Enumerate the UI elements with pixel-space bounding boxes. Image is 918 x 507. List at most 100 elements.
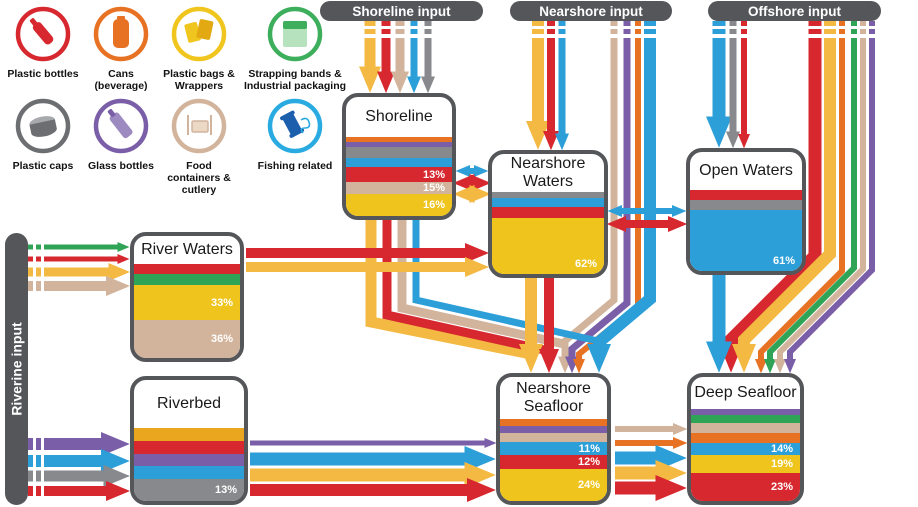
band-percent: 33%: [210, 296, 233, 309]
nearshore-waters-band-gray: [492, 192, 604, 198]
plastic-bag-icon: [171, 6, 227, 67]
plastic-cap-icon: [15, 98, 71, 159]
box-title-nearshore-seafloor: Nearshore Seafloor: [516, 380, 591, 415]
deep-seafloor-band-green: [691, 415, 800, 423]
riverbed-band-gold: [134, 428, 244, 441]
legend-label-plastic-bag: Plastic bags & Wrappers: [163, 68, 235, 93]
deep-seafloor-band-orange: [691, 433, 800, 443]
legend-item-strapping: Strapping bands & Industrial packaging: [240, 6, 350, 92]
nearshore-seafloor-band-blue: 11%: [500, 442, 607, 455]
band-percent: 12%: [577, 456, 600, 468]
nearshore-waters-band-blue: [492, 198, 604, 207]
shoreline-band-yellow: 16%: [346, 194, 452, 216]
nearshore-input-header: Nearshore input: [510, 1, 672, 21]
deep-seafloor-band-blue: 14%: [691, 443, 800, 455]
box-title-nearshore-waters: Nearshore Waters: [510, 155, 586, 190]
box-title-shoreline: Shoreline: [365, 108, 433, 126]
legend-item-glass-bottle: Glass bottles: [84, 98, 158, 196]
shoreline-band-tan: 15%: [346, 182, 452, 194]
legend-label-strapping: Strapping bands & Industrial packaging: [243, 68, 347, 93]
glass-bottle-icon: [93, 98, 149, 159]
nearshore-seafloor-band-tan: [500, 433, 607, 442]
nearshore-input-flows: [526, 21, 656, 374]
river-waters-band-yellow: 33%: [134, 285, 240, 320]
river-waters-band-red: [134, 264, 240, 274]
shoreline-input-flows: [359, 21, 435, 94]
open-waters-box: Open Waters 61%: [686, 148, 806, 275]
deep-seafloor-band-tan: [691, 423, 800, 433]
shoreline-band-purple: [346, 142, 452, 147]
exchange-flows: [452, 165, 688, 232]
riverbed-band-blue: [134, 466, 244, 479]
shoreline-band-red: 13%: [346, 167, 452, 182]
nearshore-waters-band-yellow: 62%: [492, 218, 604, 274]
legend-item-plastic-bottle: Plastic bottles: [4, 6, 82, 92]
shoreline-band-blue: [346, 158, 452, 167]
legend-item-can: Cans (beverage): [84, 6, 158, 92]
legend-label-plastic-bottle: Plastic bottles: [7, 68, 79, 80]
band-percent: 19%: [770, 458, 793, 470]
band-percent: 36%: [210, 333, 233, 345]
river-to-nearshore-flows: [246, 243, 489, 277]
box-title-deep-seafloor: Deep Seafloor: [694, 384, 797, 402]
can-icon: [93, 6, 149, 67]
legend-label-plastic-cap: Plastic caps: [12, 160, 74, 173]
band-percent: 14%: [770, 443, 793, 455]
legend-item-food-container: Food containers & cutlery: [160, 98, 238, 196]
seafloor-to-deep-flows: [615, 423, 688, 501]
river-waters-box: River Waters 33% 36%: [130, 232, 244, 362]
legend: Plastic bottles Cans (beverage) Plastic ba…: [4, 6, 350, 196]
band-percent: 11%: [578, 442, 600, 455]
band-percent: 62%: [574, 258, 597, 270]
river-waters-band-tan: 36%: [134, 320, 240, 358]
band-percent: 13%: [422, 168, 445, 181]
nearshore-waters-box: Nearshore Waters 62%: [488, 150, 608, 278]
legend-item-plastic-cap: Plastic caps: [4, 98, 82, 196]
legend-label-glass-bottle: Glass bottles: [88, 160, 154, 173]
legend-item-plastic-bag: Plastic bags & Wrappers: [160, 6, 238, 92]
legend-label-food-container: Food containers & cutlery: [167, 160, 231, 197]
shoreline-band-gray: [346, 147, 452, 158]
deep-seafloor-band-yellow: 19%: [691, 455, 800, 473]
legend-item-fishing: Fishing related: [240, 98, 350, 196]
food-container-icon: [171, 98, 227, 159]
offshore-input-header: Offshore input: [708, 1, 881, 21]
riverbed-band-red: [134, 441, 244, 454]
band-percent: 16%: [422, 199, 445, 211]
band-percent: 23%: [770, 481, 793, 493]
band-percent: 13%: [214, 484, 237, 496]
shoreline-box: Shoreline 13%15% 16%: [342, 93, 456, 220]
deep-seafloor-band-red: 23%: [691, 473, 800, 501]
plastic-bottle-icon: [15, 6, 71, 67]
riverine-flows: [28, 242, 131, 501]
offshore-input-flows: [706, 21, 875, 374]
box-title-open-waters: Open Waters: [699, 162, 793, 180]
open-waters-band-blue: 61%: [690, 210, 802, 271]
shoreline-band-orange: [346, 137, 452, 142]
band-percent: 15%: [422, 182, 445, 194]
band-percent: 24%: [577, 479, 600, 491]
river-waters-band-green: [134, 274, 240, 285]
deep-seafloor-band-purple: [691, 409, 800, 415]
nearshore-seafloor-band-red: 12%: [500, 455, 607, 469]
open-waters-band-gray: [690, 200, 802, 210]
nearshore-seafloor-band-purple: [500, 426, 607, 433]
shoreline-input-header: Shoreline input: [320, 1, 483, 21]
riverbed-to-seafloor-flows: [250, 438, 497, 502]
legend-label-can: Cans (beverage): [94, 68, 148, 93]
box-title-river-waters: River Waters: [141, 241, 233, 259]
fishing-icon: [267, 98, 323, 159]
nearshore-seafloor-box: Nearshore Seafloor 11%12% 24%: [496, 373, 611, 505]
legend-label-fishing: Fishing related: [257, 160, 333, 173]
riverine-input-bar: Riverine input: [5, 233, 28, 505]
riverbed-band-purple: [134, 454, 244, 466]
band-percent: 61%: [772, 255, 795, 267]
deep-seafloor-box: Deep Seafloor 14% 19% 23%: [687, 373, 804, 505]
strapping-icon: [267, 6, 323, 67]
riverbed-band-gray: 13%: [134, 479, 244, 501]
nearshore-waters-band-red: [492, 207, 604, 218]
riverine-input-label: Riverine input: [8, 322, 25, 416]
